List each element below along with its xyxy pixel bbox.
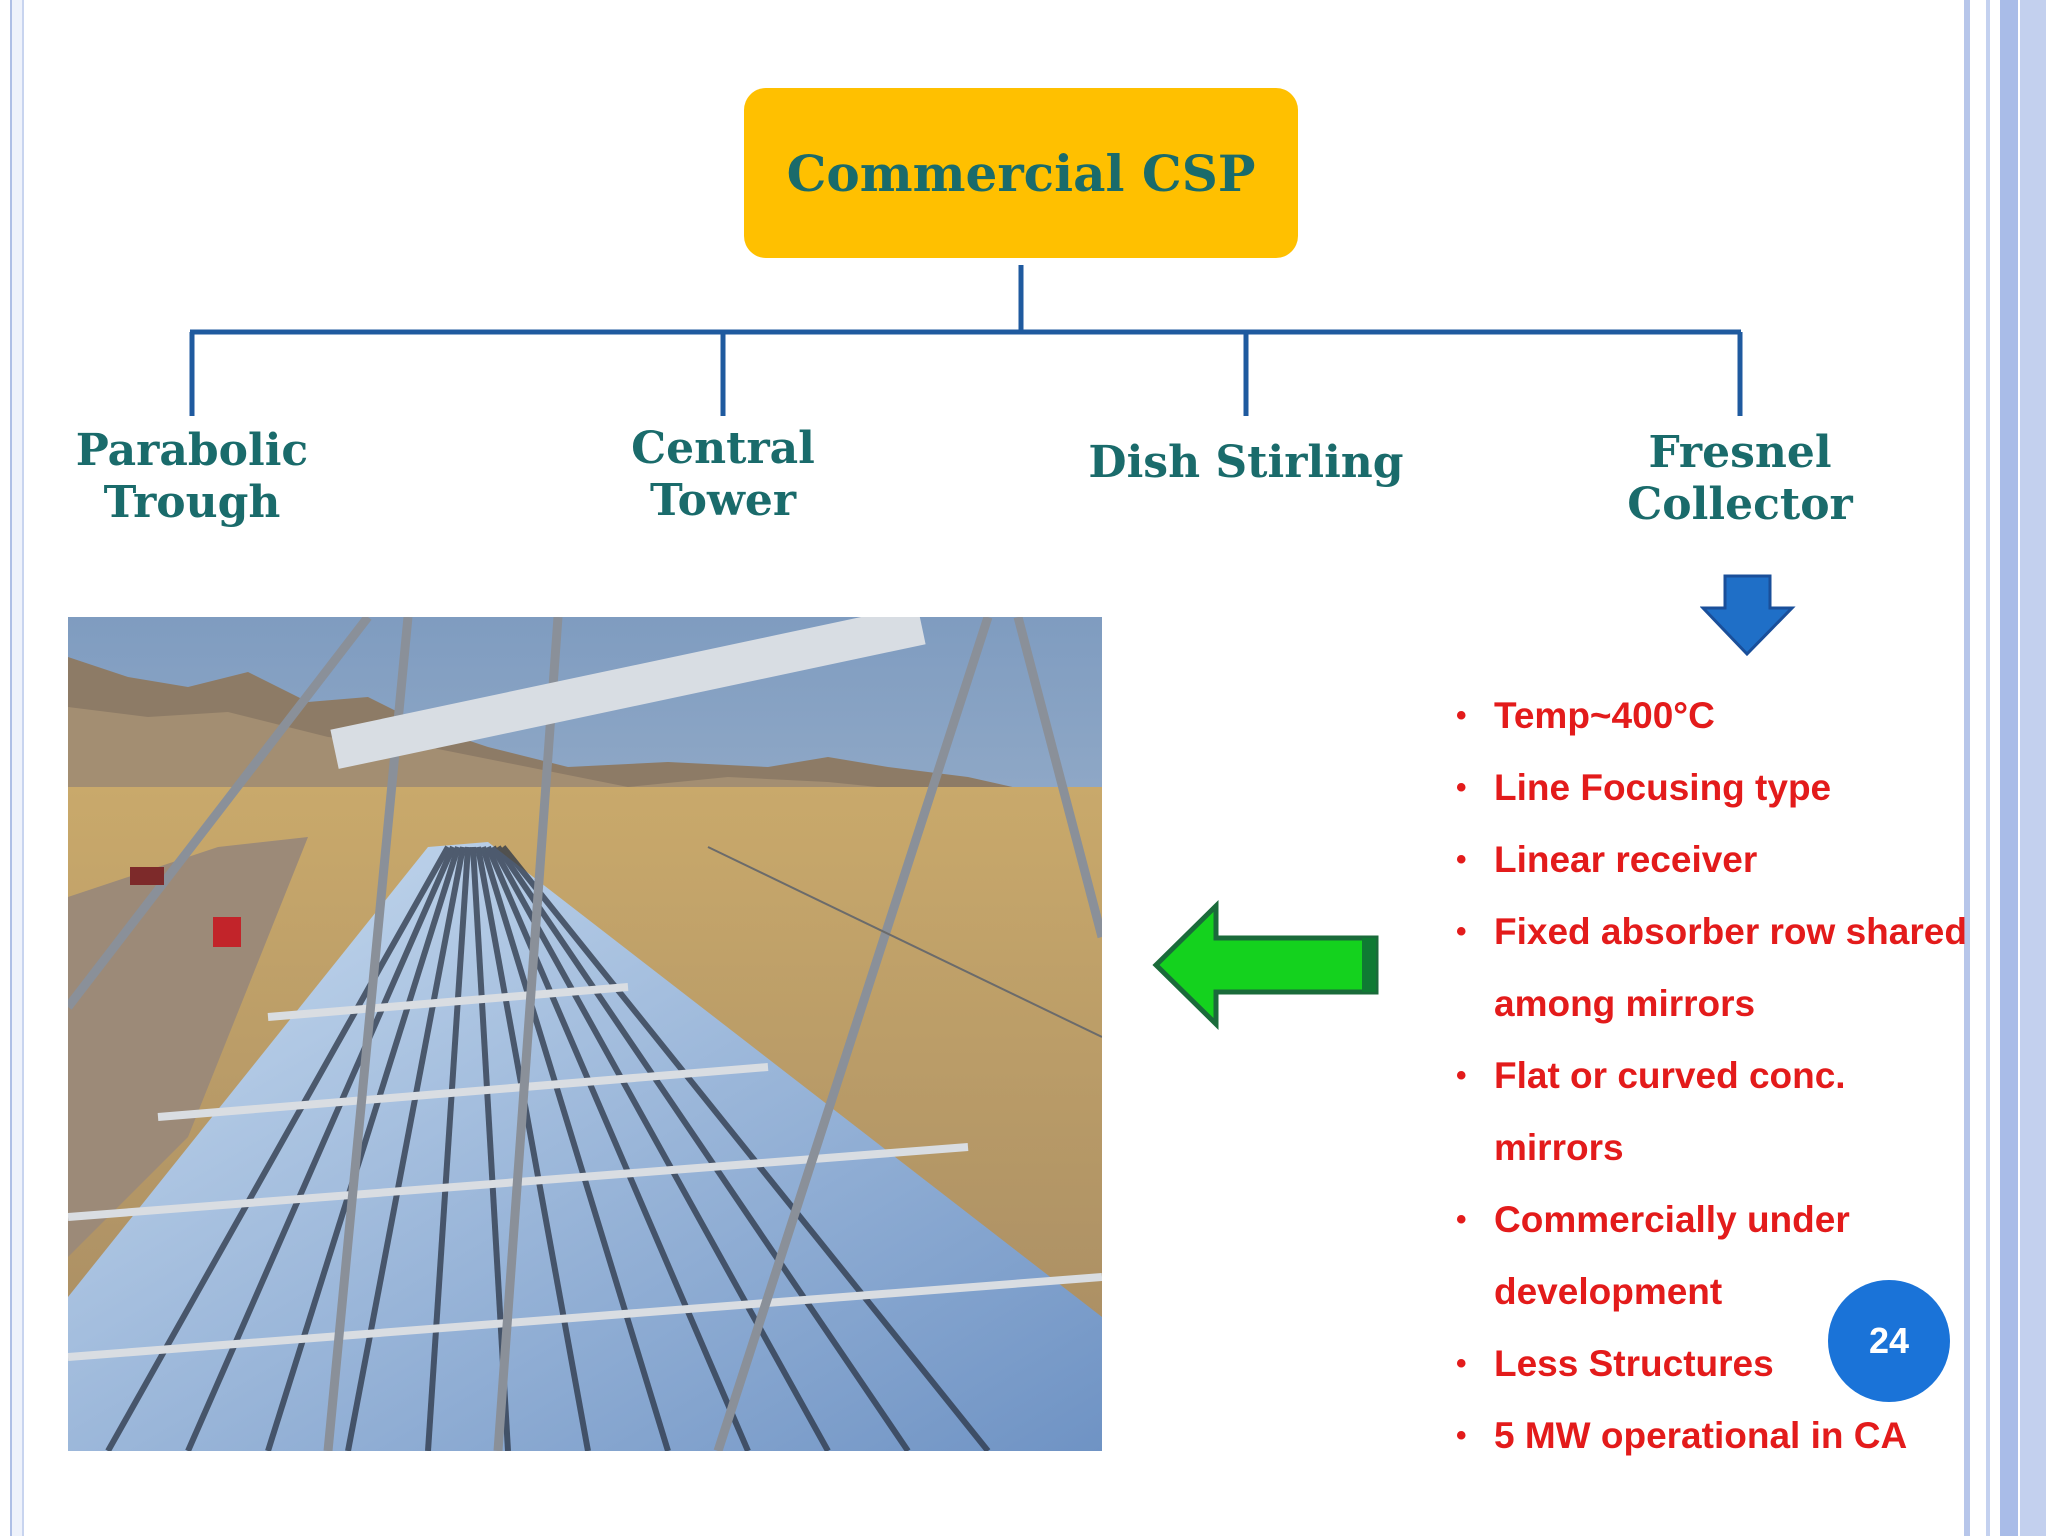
root-label: Commercial CSP: [786, 143, 1256, 203]
bullet-item: Linear receiver: [1450, 824, 1970, 896]
bullet-item: Commercially under development: [1450, 1184, 1970, 1328]
branch-fresnel-collector: Fresnel Collector: [1627, 427, 1853, 530]
bullet-item: Fixed absorber row shared among mirrors: [1450, 896, 1970, 1040]
bullet-item: Less Structures: [1450, 1328, 1970, 1400]
page-number-badge: 24: [1828, 1280, 1950, 1402]
page-number: 24: [1868, 1320, 1910, 1361]
branch-parabolic-trough: Parabolic Trough: [75, 425, 309, 528]
slide-frame-left: [10, 0, 24, 1536]
left-arrow-icon: [1152, 900, 1379, 1030]
bullet-item: Temp~400°C: [1450, 680, 1970, 752]
bullet-item: Line Focusing type: [1450, 752, 1970, 824]
bullet-item: Flat or curved conc. mirrors: [1450, 1040, 1970, 1184]
branch-central-tower: Central Tower: [631, 423, 815, 526]
branch-dish-stirling: Dish Stirling: [1088, 437, 1404, 488]
down-arrow-icon: [1700, 574, 1796, 657]
fresnel-collector-photo: [68, 617, 1102, 1451]
root-node: Commercial CSP: [744, 88, 1298, 258]
fresnel-feature-list: Temp~400°C Line Focusing type Linear rec…: [1450, 680, 1970, 1472]
bullet-item: 5 MW operational in CA: [1450, 1400, 1970, 1472]
